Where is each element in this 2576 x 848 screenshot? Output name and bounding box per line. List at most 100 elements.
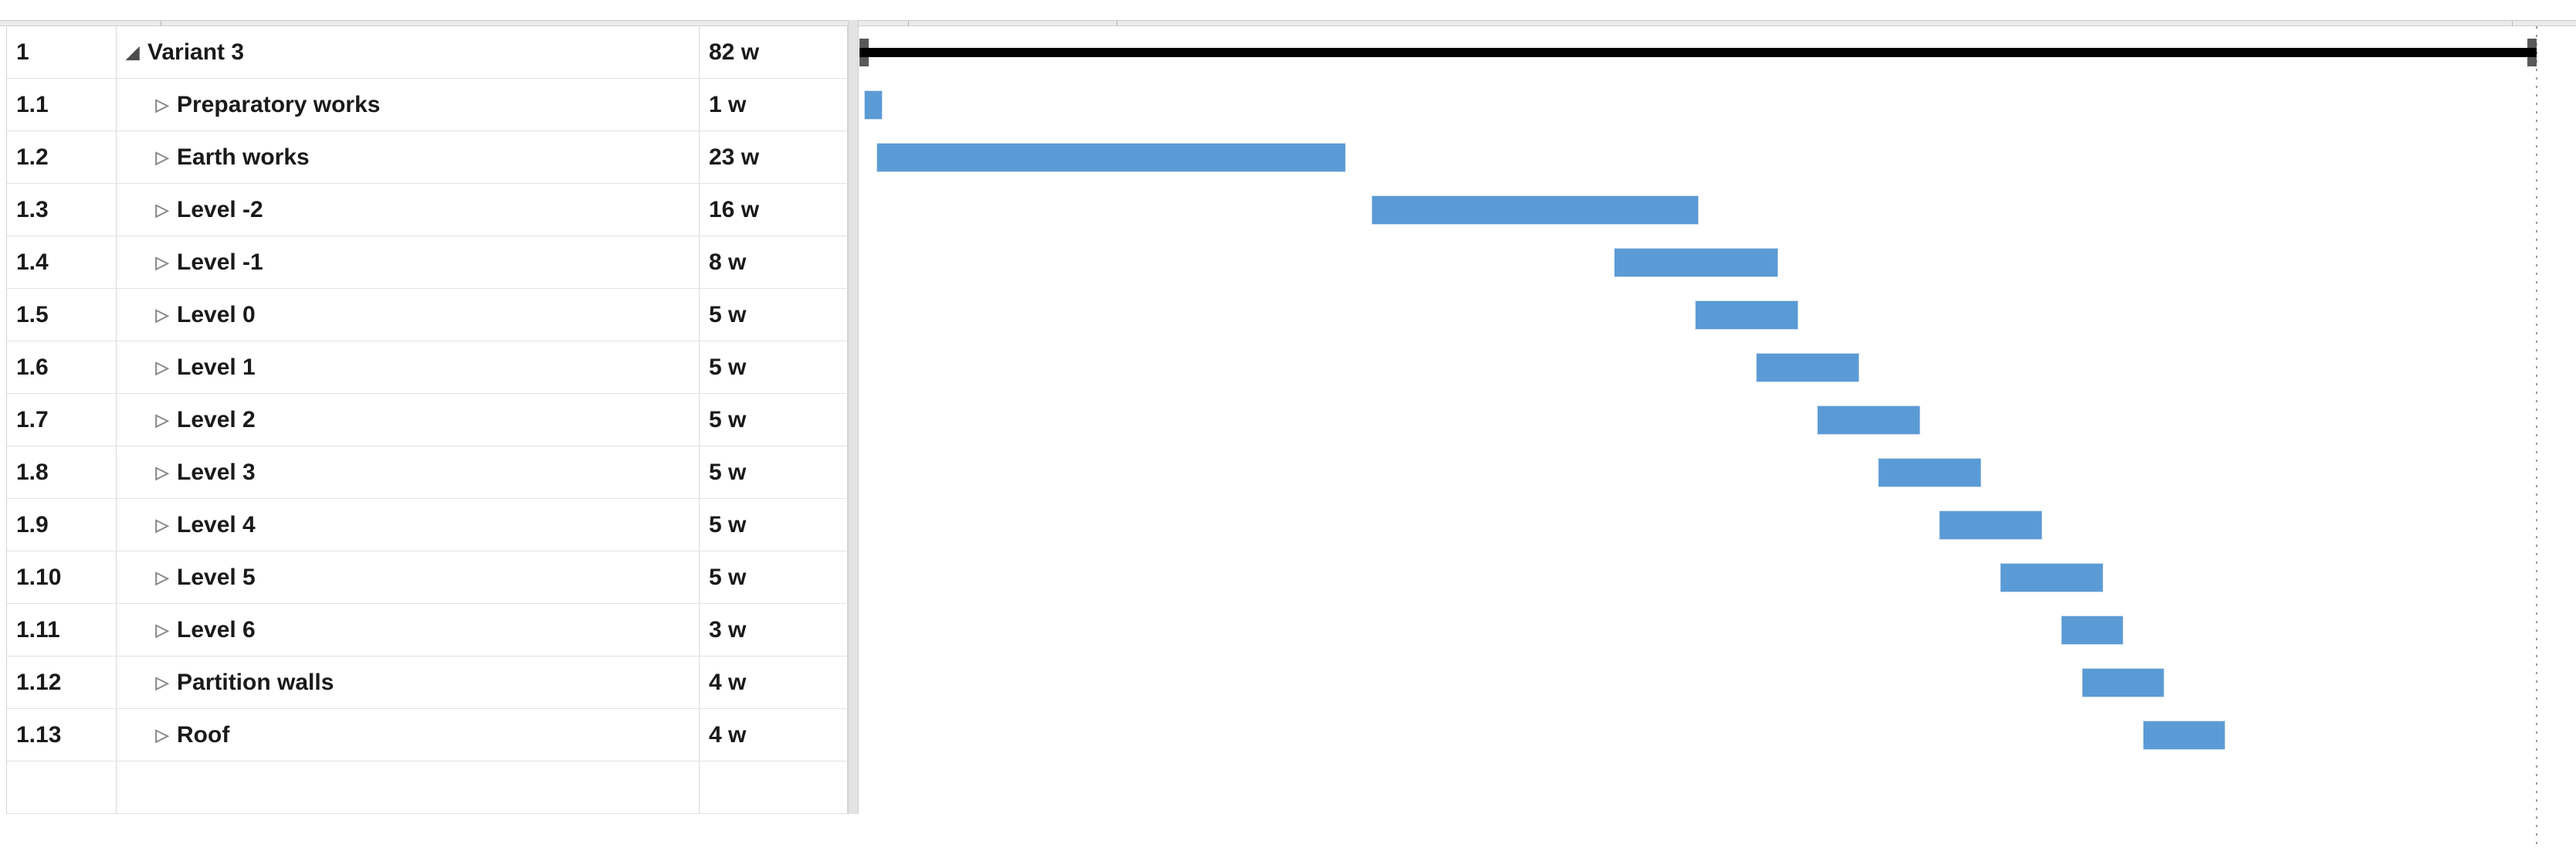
- table-row[interactable]: 1.5 ▷ Level 0 5 w: [7, 289, 849, 341]
- row-duration-cell: 3 w: [709, 616, 747, 643]
- expand-triangle-icon[interactable]: ▷: [155, 147, 169, 167]
- row-name-cell: ▷ Preparatory works: [117, 79, 700, 131]
- expand-triangle-icon[interactable]: ▷: [155, 409, 169, 429]
- row-name-label: Level 4: [177, 511, 256, 538]
- row-duration-cell: 5 w: [709, 406, 747, 432]
- task-bar[interactable]: [1878, 458, 1981, 487]
- table-row[interactable]: 1.6 ▷ Level 1 5 w: [7, 341, 849, 394]
- row-id-cell: 1.6: [7, 341, 117, 393]
- table-row[interactable]: 1.1 ▷ Preparatory works 1 w: [7, 79, 849, 131]
- row-name-cell: ▷ Level 1: [117, 341, 700, 393]
- row-duration-cell: 1 w: [709, 91, 747, 117]
- row-name-label: Level 5: [177, 564, 256, 590]
- row-name-label: Level -1: [177, 249, 263, 275]
- table-row[interactable]: 1.4 ▷ Level -1 8 w: [7, 236, 849, 289]
- row-name-cell: ▷ Level -1: [117, 236, 700, 288]
- row-name-label: Roof: [177, 721, 230, 748]
- row-name-label: Preparatory works: [177, 91, 381, 117]
- expand-triangle-icon[interactable]: ▷: [155, 567, 169, 587]
- task-bar[interactable]: [1756, 353, 1859, 382]
- row-duration-cell: 5 w: [709, 511, 747, 538]
- row-name-cell: ▷ Partition walls: [117, 656, 700, 708]
- timeline-gridline: [2536, 26, 2537, 848]
- table-row[interactable]: 1.9 ▷ Level 4 5 w: [7, 499, 849, 551]
- row-name-label: Earth works: [177, 144, 310, 170]
- row-id-cell: 1.9: [7, 499, 117, 551]
- expand-triangle-icon[interactable]: ▷: [155, 357, 169, 377]
- expand-triangle-icon[interactable]: ▷: [155, 462, 169, 482]
- row-id-cell: 1.3: [7, 184, 117, 236]
- row-name-cell: ▷ Level -2: [117, 184, 700, 236]
- task-bar[interactable]: [2143, 721, 2225, 750]
- row-id-cell: 1.4: [7, 236, 117, 288]
- task-bar[interactable]: [1817, 405, 1920, 435]
- expand-triangle-icon[interactable]: ▷: [155, 514, 169, 534]
- task-bar[interactable]: [1939, 510, 2042, 540]
- collapse-triangle-icon[interactable]: ◢: [126, 42, 140, 62]
- row-duration-cell: 4 w: [709, 669, 747, 695]
- row-name-cell: ▷ Level 5: [117, 551, 700, 603]
- row-name-label: Level -2: [177, 196, 263, 222]
- table-row[interactable]: 1.12 ▷ Partition walls 4 w: [7, 656, 849, 709]
- row-id-cell: 1.5: [7, 289, 117, 341]
- expand-triangle-icon[interactable]: ▷: [155, 724, 169, 745]
- row-duration-cell: 16 w: [709, 196, 760, 222]
- row-id-cell: 1.10: [7, 551, 117, 603]
- row-name-cell: ▷ Level 4: [117, 499, 700, 551]
- row-name-cell: ▷ Earth works: [117, 131, 700, 183]
- summary-bar[interactable]: [859, 48, 2537, 57]
- task-bar[interactable]: [2061, 616, 2124, 645]
- row-name-label: Partition walls: [177, 669, 334, 695]
- row-name-label: Level 3: [177, 459, 256, 485]
- row-duration-cell: 23 w: [709, 144, 760, 170]
- row-duration-cell: 4 w: [709, 721, 747, 748]
- expand-triangle-icon[interactable]: ▷: [155, 252, 169, 272]
- row-name-label: Level 0: [177, 301, 256, 327]
- pane-splitter[interactable]: [848, 20, 859, 814]
- table-row[interactable]: 1.13 ▷ Roof 4 w: [7, 709, 849, 762]
- expand-triangle-icon[interactable]: ▷: [155, 619, 169, 639]
- row-duration-cell: 8 w: [709, 249, 747, 275]
- task-bar[interactable]: [876, 143, 1346, 172]
- row-duration-cell: [700, 762, 849, 813]
- row-id-cell: 1.1: [7, 79, 117, 131]
- table-row[interactable]: 1.3 ▷ Level -2 16 w: [7, 184, 849, 236]
- row-id-cell: 1.13: [7, 709, 117, 761]
- row-name-cell: ▷Level 2: [117, 394, 700, 446]
- table-row[interactable]: 1.10 ▷ Level 5 5 w: [7, 551, 849, 604]
- header-tick: [2512, 21, 2513, 27]
- row-duration-cell: 82 w: [709, 39, 760, 65]
- task-bar[interactable]: [1371, 195, 1699, 225]
- row-name-label: Level 6: [177, 616, 256, 643]
- gantt-timeline-pane[interactable]: [859, 26, 2576, 848]
- timeline-header-strip: [0, 20, 2576, 27]
- expand-triangle-icon[interactable]: ▷: [155, 304, 169, 324]
- row-name-cell: ▷ Roof: [117, 709, 700, 761]
- task-bar[interactable]: [864, 90, 883, 120]
- task-bar[interactable]: [2082, 668, 2164, 697]
- row-name-label: Level 1: [177, 354, 256, 380]
- row-name-cell: [117, 762, 700, 813]
- header-tick: [908, 21, 909, 27]
- row-name-cell: ▷ Level 6: [117, 604, 700, 656]
- row-duration-cell: 5 w: [709, 301, 747, 327]
- task-bar[interactable]: [2000, 563, 2103, 592]
- table-row[interactable]: [7, 762, 849, 814]
- table-row[interactable]: 1.11 ▷ Level 6 3 w: [7, 604, 849, 656]
- row-duration-cell: 5 w: [709, 354, 747, 380]
- task-bar[interactable]: [1695, 300, 1798, 330]
- row-id-cell: 1.12: [7, 656, 117, 708]
- task-bar[interactable]: [1614, 248, 1778, 277]
- row-name-label: Variant 3: [147, 39, 245, 65]
- expand-triangle-icon[interactable]: ▷: [155, 672, 169, 692]
- expand-triangle-icon[interactable]: ▷: [155, 199, 169, 219]
- row-duration-cell: 5 w: [709, 459, 747, 485]
- row-duration-cell: 5 w: [709, 564, 747, 590]
- row-id-cell: 1.11: [7, 604, 117, 656]
- expand-triangle-icon[interactable]: ▷: [155, 94, 169, 114]
